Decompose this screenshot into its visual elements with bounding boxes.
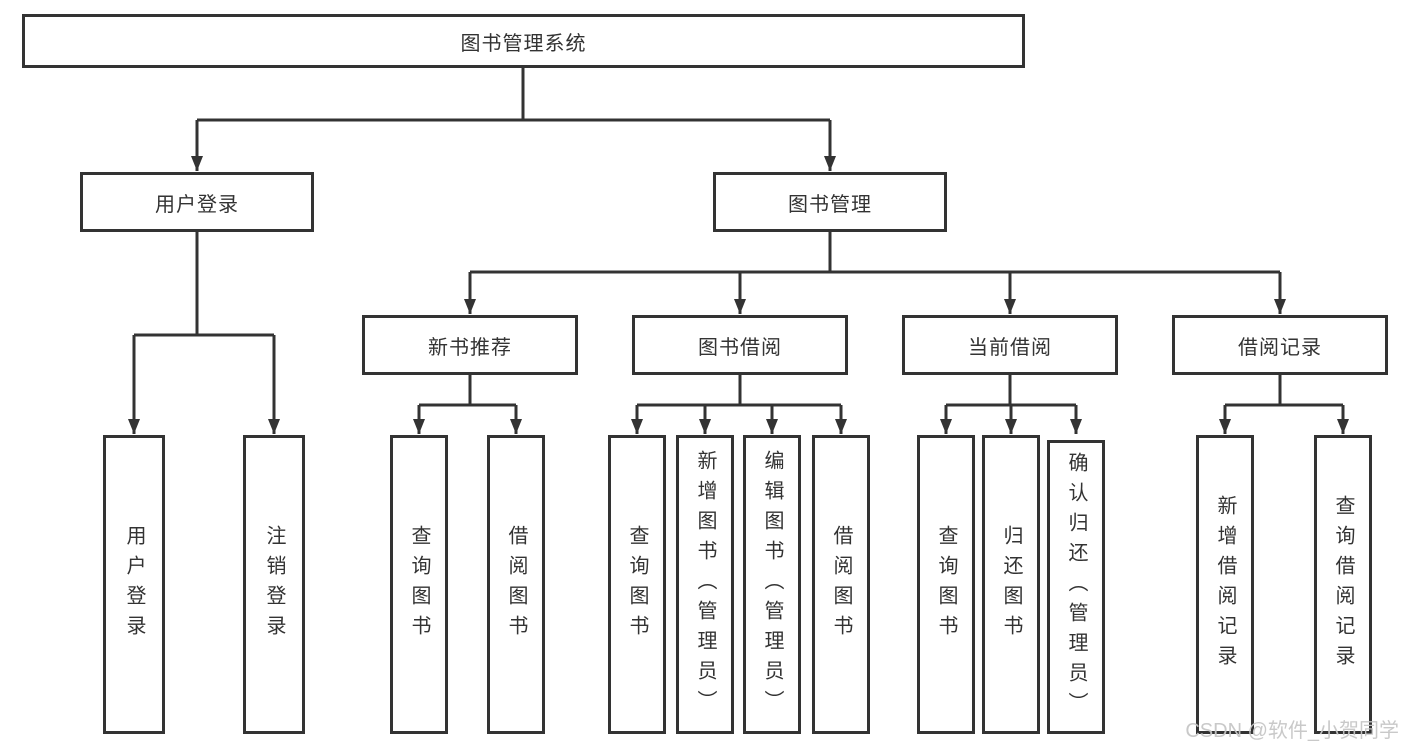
node-label: 查询图书 [408,524,430,645]
node-label: 确认归还（管理员） [1065,452,1087,722]
node-query-books-1: 查询图书 [390,435,448,734]
node-query-books-3: 查询图书 [917,435,975,734]
node-label: 图书借阅 [698,336,782,359]
node-label: 注销登录 [263,524,285,645]
node-borrow-books-1: 借阅图书 [487,435,545,734]
node-label: 图书管理系统 [460,32,587,55]
node-query-borrow-record: 查询借阅记录 [1314,435,1372,734]
node-new-book-recommend: 新书推荐 [362,315,578,375]
node-book-management: 图书管理 [713,172,947,232]
node-query-books-2: 查询图书 [608,435,666,734]
node-label: 新增图书（管理员） [694,449,716,720]
node-label: 编辑图书（管理员） [761,449,783,720]
node-label: 新增借阅记录 [1214,494,1236,675]
node-add-borrow-record: 新增借阅记录 [1196,435,1254,734]
node-label: 新书推荐 [428,336,512,359]
node-borrowing-records: 借阅记录 [1172,315,1388,375]
node-label: 查询图书 [626,524,648,645]
node-label: 查询借阅记录 [1332,494,1354,675]
node-return-books: 归还图书 [982,435,1040,734]
node-confirm-return-admin: 确认归还（管理员） [1047,440,1105,734]
node-label: 查询图书 [935,524,957,645]
node-label: 归还图书 [1000,524,1022,645]
node-label: 图书管理 [788,193,872,216]
node-label: 借阅图书 [830,524,852,645]
node-label: 当前借阅 [968,336,1052,359]
node-label: 借阅记录 [1238,336,1322,359]
watermark: CSDN @软件_小贺同学 [1185,720,1399,742]
node-user-login: 用户登录 [80,172,314,232]
node-label: 用户登录 [155,193,239,216]
node-borrow-books-2: 借阅图书 [812,435,870,734]
node-label: 用户登录 [123,524,145,645]
node-label: 借阅图书 [505,524,527,645]
node-add-books-admin: 新增图书（管理员） [676,435,734,734]
node-edit-books-admin: 编辑图书（管理员） [743,435,801,734]
node-book-borrowing: 图书借阅 [632,315,848,375]
node-current-borrowing: 当前借阅 [902,315,1118,375]
node-user-login-leaf: 用户登录 [103,435,165,734]
node-logout: 注销登录 [243,435,305,734]
node-library-management-system: 图书管理系统 [22,14,1025,68]
